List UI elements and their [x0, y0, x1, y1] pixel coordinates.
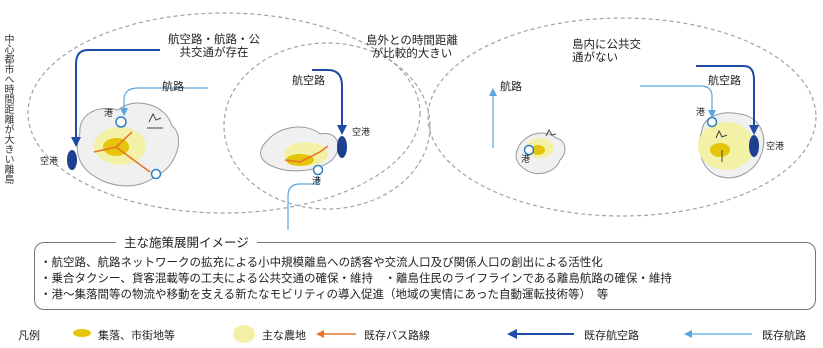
legend-air-label: 既存航空路: [584, 329, 639, 342]
sea-route-arrow: [120, 87, 208, 116]
group-outline-right: [427, 17, 817, 217]
settlement-area: [531, 145, 545, 155]
right-group-header: 島内に公共交通がない: [572, 38, 652, 64]
policy-title: 主な施策展開イメージ: [116, 232, 257, 251]
legend-settlement-label: 集落、市街地等: [98, 329, 175, 342]
side-caption: 中心都市へ時間距離が大きい離島: [2, 34, 13, 184]
middle-group-header-text: 島外との時間距離が比較的大きい: [366, 33, 458, 60]
settlement-area: [286, 154, 314, 166]
policy-list: ・航空路、航路ネットワークの拡充による小中規模離島への誘客や交流人口及び関係人口…: [40, 254, 672, 302]
right-air-route-label: 航空路: [708, 74, 741, 87]
air-route-arrow: [312, 69, 347, 135]
settlement-area: [710, 143, 730, 157]
island-right-small: [515, 128, 566, 175]
bus-route-line: [284, 145, 329, 163]
island-left: [67, 102, 180, 187]
policy-box: [34, 242, 816, 310]
legend-settlement-swatch: [73, 329, 91, 337]
left-airport-label: 空港: [40, 157, 59, 167]
airport-icon: [749, 135, 759, 157]
legend-bus-label: 既存バス路線: [364, 329, 430, 342]
port-icon: [706, 116, 718, 128]
middle-airport-label: 空港: [352, 128, 371, 138]
air-route-arrow: [696, 65, 759, 135]
legend-farmland-swatch: [233, 325, 255, 343]
port-icon: [312, 164, 324, 176]
group-outline-middle: [223, 42, 431, 210]
sea-route-line: [287, 176, 319, 230]
windmill-icon: [545, 128, 557, 137]
bus-route-line: [93, 131, 151, 173]
left-group-header-text: 航空路・航路・公共交通が存在: [168, 32, 260, 59]
right-group-header-text: 島内に公共交通がない: [572, 37, 641, 64]
right-sea-route-label: 航路: [500, 80, 522, 93]
island-middle: [260, 126, 347, 176]
windmill-icon: [147, 112, 163, 129]
legend: 凡例 集落、市街地等 主な農地 既存バス路線 既存航空路 既存航路: [0, 322, 823, 348]
sea-route-arrow: [640, 85, 716, 118]
legend-sea-label: 既存航路: [762, 329, 806, 342]
port-icon: [150, 168, 162, 180]
island-right-large: [698, 112, 765, 179]
left-group-header: 航空路・航路・公共交通が存在: [168, 33, 260, 59]
left-port-label: 港: [104, 109, 114, 119]
airport-icon: [67, 150, 77, 170]
middle-air-route-label: 航空路: [292, 74, 325, 87]
middle-group-header: 島外との時間距離が比較的大きい: [366, 34, 458, 60]
air-route-arrow: [71, 49, 160, 147]
right-port-label: 港: [696, 108, 706, 118]
port-icon: [115, 116, 127, 128]
policy-item: ・航空路、航路ネットワークの拡充による小中規模離島への誘客や交流人口及び関係人口…: [40, 255, 603, 269]
port-icon: [523, 144, 535, 156]
group-outline-left: [27, 12, 421, 214]
policy-item: ・乗合タクシー、貨客混載等の工夫による公共交通の確保・維持 ・離島住民のライフラ…: [40, 271, 672, 285]
windmill-icon: [715, 129, 728, 162]
policy-item: ・港～集落間等の物流や移動を支える新たなモビリティの導入促進（地域の実情にあった…: [40, 287, 609, 301]
right-airport-label: 空港: [766, 142, 785, 152]
left-sea-route-label: 航路: [162, 80, 184, 93]
legend-farmland-label: 主な農地: [262, 329, 306, 342]
airport-icon: [337, 136, 347, 158]
middle-port-label: 港: [312, 177, 322, 187]
legend-title: 凡例: [18, 329, 40, 342]
right-small-port-label: 港: [521, 155, 531, 165]
